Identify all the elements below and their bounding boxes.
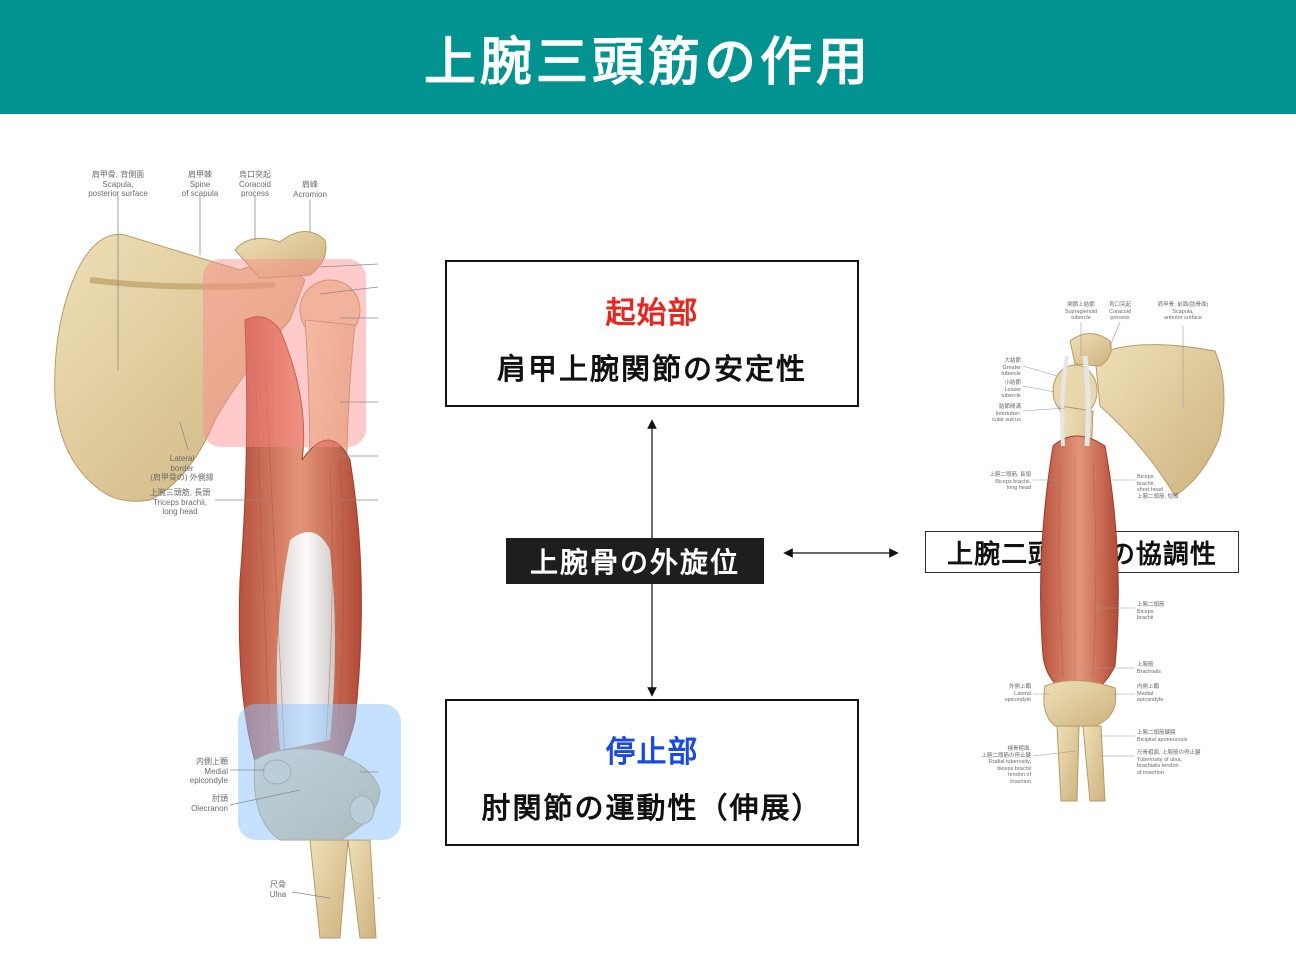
biceps-anterior-illustration: 関節上結節 Supraglenoid tubercle 烏口突起 Coracoi…	[975, 296, 1265, 806]
origin-highlight	[203, 259, 366, 447]
label-medial-epicondyle-right: 内側上顆 Medial epicondyle	[1137, 684, 1164, 703]
origin-heading: 起始部	[605, 296, 699, 331]
label-radial-tuberosity: 橈骨粗面, 上腕二頭筋の停止腱 Radial tuberosity, bicep…	[981, 746, 1031, 785]
scapula-shape	[54, 233, 306, 502]
label-biceps-brachii: 上腕二頭筋 Biceps brachii	[1137, 602, 1165, 621]
insertion-highlight	[238, 704, 401, 840]
triceps-posterior-illustration: 肩甲骨, 背側面 Scapula, posterior surface 肩甲棘 …	[40, 160, 440, 950]
label-spine-of-scapula: 肩甲棘 Spine of scapula	[181, 170, 219, 198]
insertion-heading: 停止部	[605, 735, 699, 770]
insertion-description: 肘関節の運動性（伸展）	[481, 791, 823, 825]
label-biceps-short-head: Biceps brachii, short head 上腕二頭筋, 短頭	[1137, 474, 1179, 500]
label-medial-epicondyle-left: 内側上顆 Medial epicondyle	[189, 757, 228, 785]
label-biceps-long-head: 上腕二頭筋, 長頭 Biceps brachii, long head	[989, 472, 1031, 491]
origin-box: 起始部 肩甲上腕関節の安定性	[445, 260, 859, 407]
label-ulna: 尺骨 Ulna	[269, 880, 287, 899]
label-olecranon: 肘頭 Olecranon	[191, 794, 228, 813]
label-lateral-border: Lateral border (肩甲骨の) 外側縁	[150, 454, 214, 482]
label-triceps-long-head: 上腕三頭筋, 長頭 Triceps brachii, long head	[149, 488, 211, 516]
triceps-tendon-shape	[276, 532, 335, 750]
header-bar: 上腕三頭筋の作用	[0, 0, 1296, 114]
label-coracoid-process-right: 烏口突起 Coracoid process	[1108, 302, 1132, 321]
label-bicipital-aponeurosis: 上腕二頭筋腱膜 Bicipital aponeurosis	[1137, 730, 1188, 743]
biceps-anatomy-svg	[1022, 321, 1225, 802]
triceps-anatomy-svg	[54, 196, 401, 939]
origin-description: 肩甲上腕関節の安定性	[496, 352, 807, 386]
label-scapula-anterior: 肩甲骨, 前面(肋骨面) Scapula, anterior surface	[1157, 302, 1209, 321]
label-coracoid-process: 烏口突起 Coracoid process	[238, 170, 272, 198]
label-greater-tubercle: 大結節 Greater tubercle	[1001, 358, 1021, 377]
label-brachialis: 上腕筋 Brachialis	[1137, 662, 1161, 675]
label-lateral-epicondyle: 外側上顆 Lateral epicondyle	[1004, 684, 1031, 703]
label-scapula-posterior: 肩甲骨, 背側面 Scapula, posterior surface	[88, 170, 148, 198]
label-acromion: 肩峰 Acromion	[293, 180, 327, 199]
label-intertubercular-sulcus: 結節間溝 Intertuber- cular sulcus	[991, 404, 1021, 423]
humerus-external-rotation-label: 上腕骨の外旋位	[506, 538, 764, 584]
label-supraglenoid-tubercle: 関節上結節 Supraglenoid tubercle	[1064, 302, 1098, 321]
page-title: 上腕三頭筋の作用	[423, 32, 872, 93]
insertion-box: 停止部 肘関節の運動性（伸展）	[445, 699, 859, 846]
label-tuberosity-of-ulna: 尺骨粗面, 上腕筋の停止腱 Tuberosity of ulna, brachi…	[1137, 750, 1201, 776]
label-lesser-tubercle: 小結節 Lesser tubercle	[1001, 380, 1021, 399]
biceps-muscle-shape	[1040, 435, 1119, 697]
